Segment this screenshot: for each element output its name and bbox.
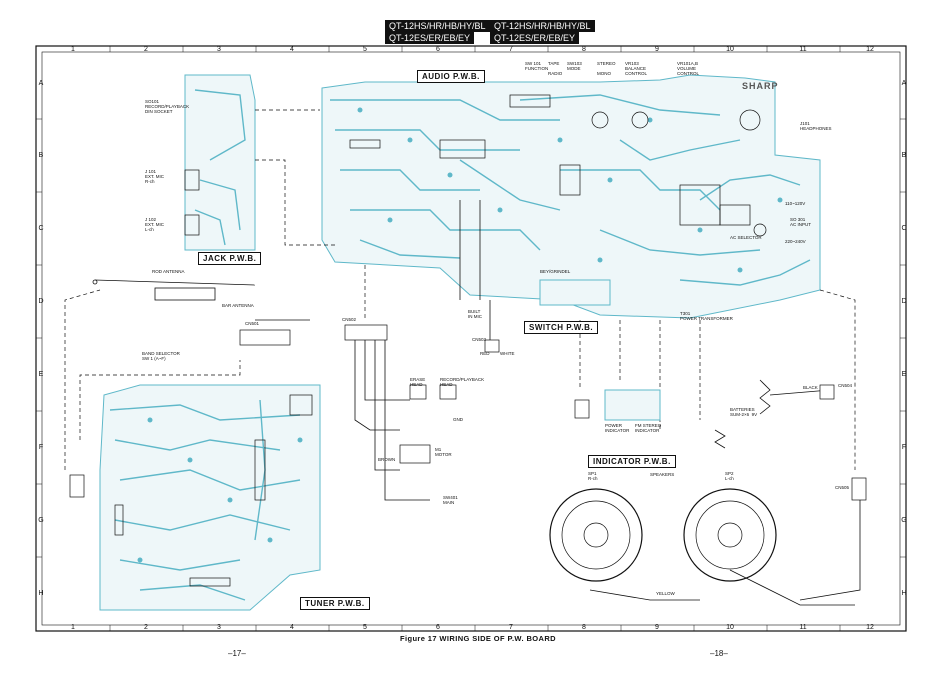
grid-row-a-right: A — [901, 80, 907, 87]
grid-col-4: 4 — [290, 46, 294, 53]
grid-row-f-right: F — [901, 444, 907, 451]
wire-white-label: WHITE — [500, 351, 515, 356]
ext-mic-l-label: J 102 EXT. MIC L-ch — [145, 217, 165, 232]
voltage-220-label: 220~240V — [785, 239, 806, 244]
voltage-110-label: 110~120V — [785, 201, 806, 206]
bar-antenna-label: BAR ANTENNA — [222, 303, 254, 308]
grid-row-c-right: C — [901, 225, 907, 232]
grid-col-12: 12 — [866, 46, 874, 53]
grid-row-d-right: D — [901, 298, 907, 305]
model-label-left-2: QT-12ES/ER/EB/EY — [385, 32, 475, 44]
grid-col-5: 5 — [363, 46, 367, 53]
grid-col-2: 2 — [144, 46, 148, 53]
gnd-label: GND — [453, 417, 463, 422]
jack-pwb-label: JACK P.W.B. — [198, 252, 262, 265]
radio-label: RADIO — [548, 71, 563, 76]
grid-col-4-bottom: 4 — [290, 624, 294, 631]
grid-row-b-right: B — [901, 152, 907, 159]
grid-row-e-right: E — [901, 371, 907, 378]
grid-col-7: 7 — [509, 46, 513, 53]
wire-brown-label: BROWN — [378, 457, 396, 462]
cn501-label: CN501 — [245, 321, 260, 326]
mono-label: MONO — [597, 71, 611, 76]
grid-col-9: 9 — [655, 46, 659, 53]
built-in-mic-label: BUILT IN MIC — [468, 309, 482, 319]
grid-col-8-bottom: 8 — [582, 624, 586, 631]
page-number-right: –18– — [710, 649, 728, 658]
grid-col-3: 3 — [217, 46, 221, 53]
grid-col-12-bottom: 12 — [866, 624, 874, 631]
cn503-label: CN503 — [472, 337, 487, 342]
wire-black-label: BLACK — [803, 385, 818, 390]
grid-col-6-bottom: 6 — [436, 624, 440, 631]
band-selector-label: BAND SELECTOR SW 1 (A~F) — [142, 351, 180, 361]
grid-col-1-bottom: 1 — [71, 624, 75, 631]
grid-col-3-bottom: 3 — [217, 624, 221, 631]
sp2-label: SP2 L-ch — [725, 471, 734, 481]
grid-row-a: A — [38, 80, 44, 87]
volume-control-label: VR101A,B VOLUME CONTROL — [677, 61, 700, 76]
cn505-label: CN505 — [835, 485, 850, 490]
rod-antenna-label: ROD ANTENNA — [152, 269, 185, 274]
fm-stereo-indicator-label: FM STEREO INDICATOR — [635, 423, 662, 433]
grid-row-c: C — [38, 225, 44, 232]
grid-col-7-bottom: 7 — [509, 624, 513, 631]
power-indicator-label: POWER INDICATOR — [605, 423, 630, 433]
grid-col-8: 8 — [582, 46, 586, 53]
audio-pwb-label: AUDIO P.W.B. — [417, 70, 485, 83]
grid-col-5-bottom: 5 — [363, 624, 367, 631]
bey-grindel-label: BEY/GRINDEL — [540, 269, 571, 274]
cn502-label: CN502 — [342, 317, 357, 322]
mode-switch-label: SW103 MODE — [567, 61, 582, 71]
wire-yellow-label: YELLOW — [656, 591, 675, 596]
model-label-right-2: QT-12ES/ER/EB/EY — [490, 32, 580, 44]
grid-col-1: 1 — [71, 46, 75, 53]
model-label-right-1: QT-12HS/HR/HB/HY/BL — [490, 20, 595, 32]
grid-col-6: 6 — [436, 46, 440, 53]
grid-row-h: H — [38, 590, 44, 597]
grid-col-9-bottom: 9 — [655, 624, 659, 631]
speakers-label: SPEAKERS — [650, 472, 675, 477]
grid-col-10-bottom: 10 — [726, 624, 734, 631]
power-transformer-label: T301 POWER TRANSFORMER — [680, 311, 733, 321]
grid-row-g: G — [38, 517, 44, 524]
erase-head-label: ERASE HEAD — [410, 377, 426, 387]
motor-label: M1 MOTOR — [435, 447, 452, 457]
wire-red-label: RED — [480, 351, 490, 356]
tuner-pwb-label: TUNER P.W.B. — [300, 597, 370, 610]
grid-row-f: F — [38, 444, 44, 451]
function-switch-label: SW 101 FUNCTION — [525, 61, 549, 71]
indicator-pwb-label: INDICATOR P.W.B. — [588, 455, 676, 468]
grid-row-b: B — [38, 152, 44, 159]
record-head-label: RECORD/PLAYBACK HEAD — [440, 377, 485, 387]
grid-row-e: E — [38, 371, 44, 378]
grid-col-11: 11 — [799, 46, 807, 53]
ac-input-label: SO 301 AC INPUT — [790, 217, 812, 227]
grid-row-g-right: G — [901, 517, 907, 524]
figure-caption: Figure 17 WIRING SIDE OF P.W. BOARD — [400, 634, 556, 643]
tape-label: TAPE — [548, 61, 560, 66]
switch-pwb-label: SWITCH P.W.B. — [524, 321, 599, 334]
stereo-label: STEREO — [597, 61, 616, 66]
main-switch-label: SW401 MAIN — [443, 495, 458, 505]
batteries-label: BATTERIES SUM-2×6 9V — [730, 407, 758, 417]
grid-col-2-bottom: 2 — [144, 624, 148, 631]
page-number-left: –17– — [228, 649, 246, 658]
sharp-logo: SHARP — [742, 81, 779, 91]
sp1-label: SP1 R-ch — [588, 471, 598, 481]
din-socket-label: SO101 RECORD/PLAYBACK DIN SOCKET — [145, 99, 190, 114]
balance-control-label: VR103 BALANCE CONTROL — [625, 61, 648, 76]
cn504-label: CN504 — [838, 383, 853, 388]
grid-col-10: 10 — [726, 46, 734, 53]
ext-mic-r-label: J 101 EXT. MIC R-ch — [145, 169, 165, 184]
grid-col-11-bottom: 11 — [799, 624, 807, 631]
headphones-jack-label: J101 HEADPHONES — [800, 121, 832, 131]
ac-selector-label: AC SELECTOR — [730, 235, 762, 240]
grid-row-d: D — [38, 298, 44, 305]
grid-row-h-right: H — [901, 590, 907, 597]
model-label-left-1: QT-12HS/HR/HB/HY/BL — [385, 20, 490, 32]
